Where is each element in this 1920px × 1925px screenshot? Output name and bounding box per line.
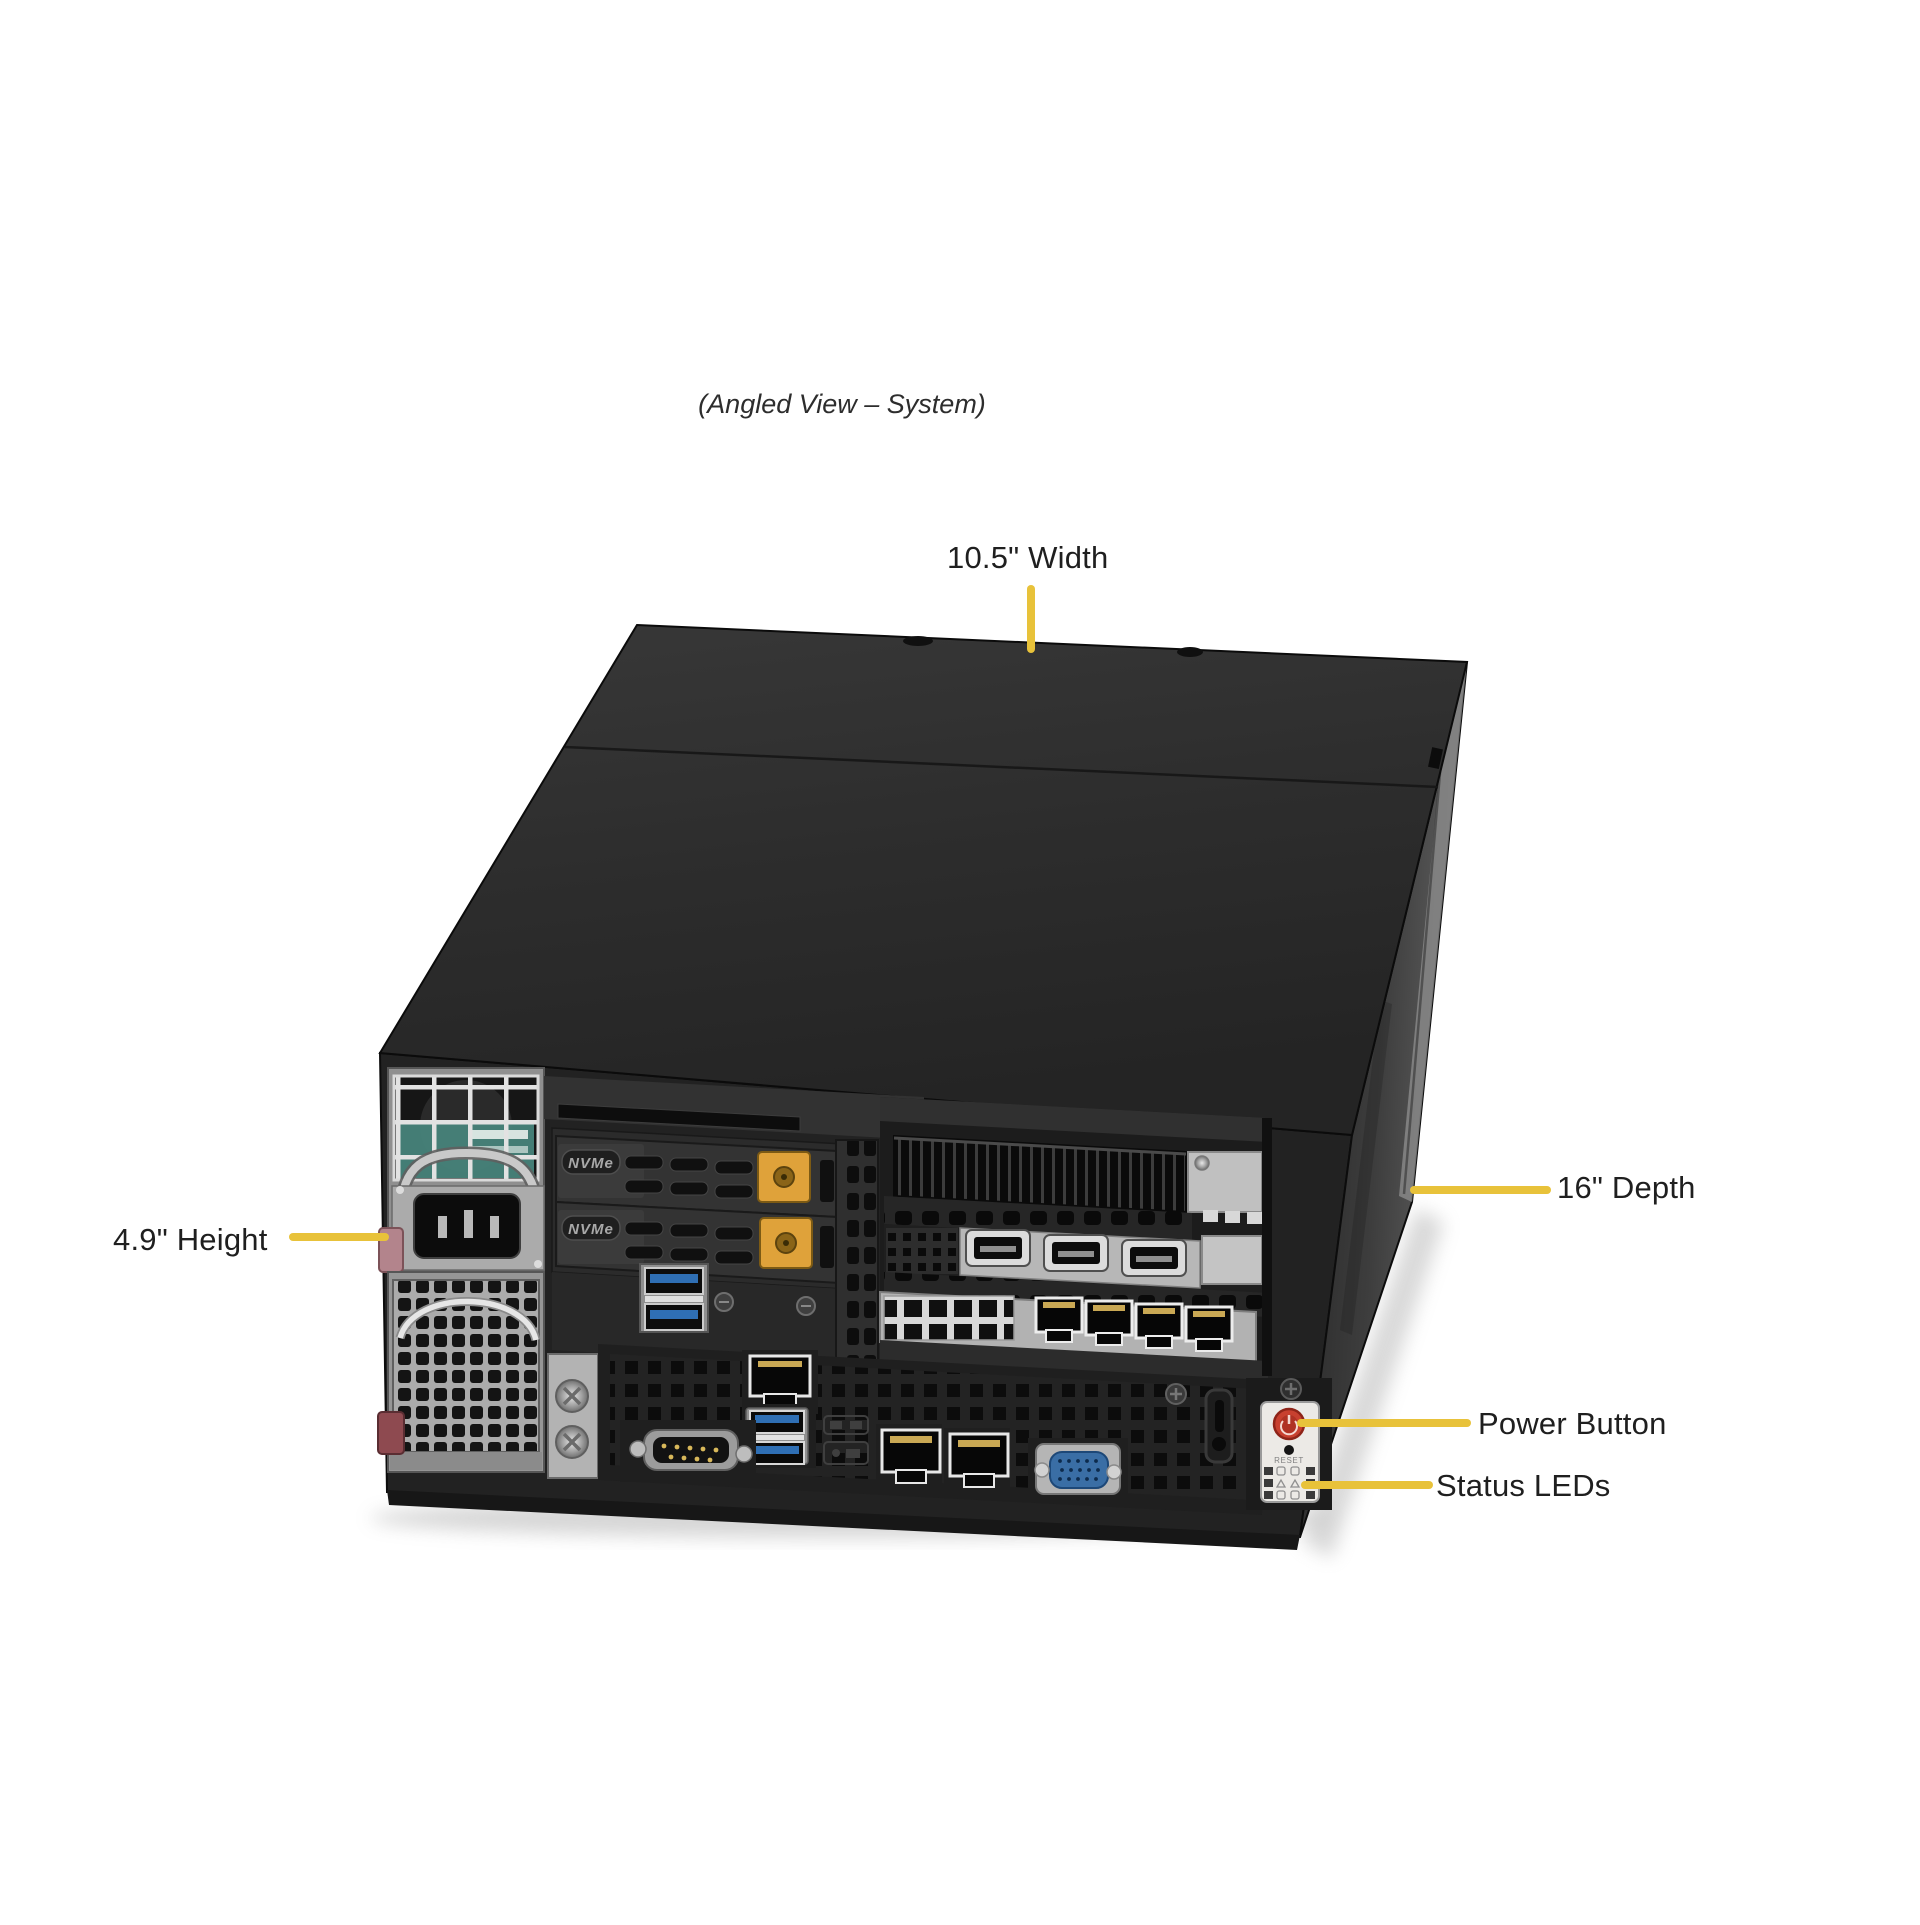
usb-tongue [650, 1310, 698, 1319]
top-edge-screw [903, 636, 933, 646]
hex-standoff [629, 1440, 647, 1458]
riser-bracket-strip [835, 1139, 879, 1367]
lan-port-3 [1134, 1302, 1184, 1349]
displayport-3 [1121, 1239, 1187, 1277]
keyhole-emboss [1204, 1388, 1234, 1464]
callout-power-label: Power Button [1478, 1406, 1667, 1441]
motherboard-io-strip: RESET [598, 1344, 1332, 1515]
port-icon-embosses [823, 1415, 869, 1465]
nvme-badge-label: NVMe [568, 1221, 614, 1238]
displayport-2 [1043, 1234, 1109, 1272]
reset-button [1284, 1445, 1294, 1455]
usb3-port-stack-rear [745, 1407, 809, 1465]
pcie-card-cage [879, 1097, 1272, 1387]
reset-label: RESET [1274, 1456, 1304, 1465]
chassis-top-face [378, 623, 1469, 1137]
usb-tongue [650, 1274, 698, 1283]
top-cover-seam [564, 745, 1439, 789]
psu-module-2 [377, 1271, 545, 1473]
lan-port-a [880, 1428, 942, 1484]
callout-depth-label: 16" Depth [1557, 1170, 1696, 1205]
hex-standoff [1034, 1462, 1050, 1478]
psu-handle [397, 1148, 541, 1214]
lan-port-mgmt [748, 1354, 812, 1407]
thumbscrew-strip [547, 1353, 599, 1479]
power-icon [1280, 1420, 1298, 1436]
lan-card-vent [883, 1295, 1015, 1341]
card-vent-grid [886, 1228, 958, 1274]
serial-port [629, 1429, 753, 1471]
nvme-badge-label: NVMe [568, 1155, 614, 1172]
callout-status-label: Status LEDs [1436, 1468, 1611, 1503]
bracket-vent-row [884, 1196, 1192, 1241]
figure-caption: (Angled View – System) [698, 389, 986, 419]
nvme-bay-bracket: NVMe NVMe [544, 1076, 924, 1368]
usb3-port-stack [639, 1263, 709, 1333]
lan-port-2 [1084, 1299, 1134, 1346]
usb-tongue [755, 1446, 799, 1454]
heatsink [893, 1134, 1187, 1214]
blank-pci-bracket [1201, 1235, 1263, 1285]
usb-tongue [755, 1415, 799, 1423]
nvme-drive-tray-2: NVMe [555, 1200, 857, 1286]
screw [1194, 1155, 1210, 1171]
chassis-bottom-lip [387, 1490, 1300, 1550]
lan-port-4 [1184, 1305, 1234, 1352]
lan-port-b [948, 1432, 1010, 1488]
hex-standoff [735, 1445, 753, 1463]
quad-lan-card [879, 1290, 1257, 1364]
psu-latch [377, 1411, 405, 1455]
vga-port [1034, 1443, 1122, 1495]
callout-height-label: 4.9" Height [113, 1222, 268, 1257]
nvme-drive-tray-1: NVMe [555, 1134, 857, 1220]
psu-wire-handle [397, 1298, 539, 1341]
psu-module-1 [378, 1067, 545, 1273]
hex-standoff [1106, 1464, 1122, 1480]
nvme-badge [561, 1149, 621, 1175]
displayport-1 [965, 1229, 1031, 1267]
handle-groove [557, 1103, 801, 1132]
chassis-right-face [1299, 661, 1468, 1538]
lan-port-1 [1034, 1296, 1084, 1343]
top-edge-screw [1177, 647, 1203, 657]
top-edge-notch [1428, 747, 1443, 770]
nvme-badge [561, 1215, 621, 1241]
callout-width-label: 10.5" Width [947, 540, 1109, 575]
